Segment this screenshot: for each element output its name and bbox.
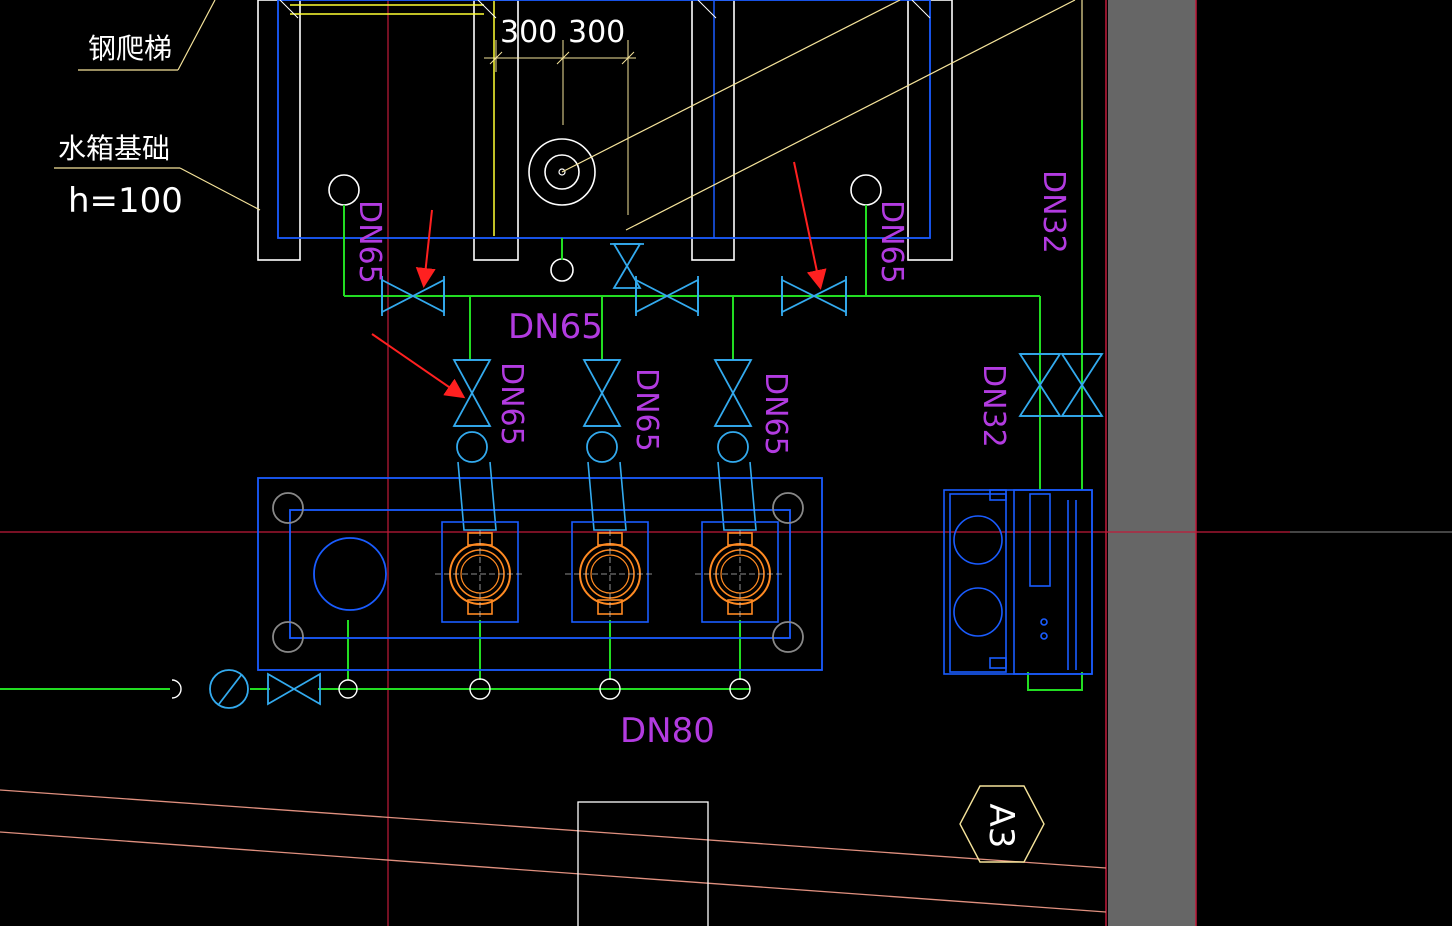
label-tank-foundation: 水箱基础 bbox=[58, 132, 170, 165]
label-dn65-header: DN65 bbox=[508, 307, 603, 347]
dim-label-300-right: 300 bbox=[568, 15, 625, 50]
tank-manhole-inner bbox=[544, 154, 580, 190]
label-dn65-right-riser: DN65 bbox=[874, 200, 909, 284]
control-cabinet-icon bbox=[943, 489, 1093, 675]
slope-line-1 bbox=[0, 789, 1107, 869]
label-steel-ladder: 钢爬梯 bbox=[88, 32, 172, 65]
gate-valve-icon bbox=[610, 243, 644, 289]
tank-manhole-center bbox=[558, 168, 566, 176]
slope-line-2 bbox=[0, 831, 1107, 913]
red-arrow-icon bbox=[415, 209, 436, 288]
gate-valve-icon bbox=[781, 276, 847, 316]
label-dn65-branch-3: DN65 bbox=[758, 372, 793, 456]
wall-band bbox=[1108, 0, 1196, 926]
pump-skid-base bbox=[257, 477, 823, 671]
tank-drain bbox=[550, 258, 574, 282]
axis-hexagon-icon: A3 bbox=[959, 785, 1045, 863]
pipe-network bbox=[0, 120, 1083, 691]
pump-icon bbox=[435, 521, 525, 623]
discharge-header-fittings bbox=[171, 678, 751, 700]
gate-valve-icon bbox=[267, 672, 321, 706]
tank-manhole-outer bbox=[528, 138, 596, 206]
axis-tag-label: A3 bbox=[981, 804, 1021, 849]
gate-valve-icon bbox=[713, 359, 753, 463]
water-tank-foundation bbox=[257, 0, 953, 261]
gate-valve-icon bbox=[381, 276, 445, 316]
label-dn32-upper: DN32 bbox=[1036, 170, 1071, 254]
label-dn65-left-riser: DN65 bbox=[352, 200, 387, 284]
label-dn80-discharge: DN80 bbox=[620, 711, 715, 751]
pump-icon bbox=[695, 521, 785, 623]
dimension-300-300 bbox=[484, 40, 636, 215]
label-foundation-height: h=100 bbox=[68, 181, 183, 221]
pump-icon bbox=[565, 521, 655, 623]
leader-lines bbox=[54, 0, 1083, 231]
gate-valve-icon bbox=[452, 359, 492, 463]
pressure-gauge-icon bbox=[209, 669, 249, 709]
label-dn32-lower: DN32 bbox=[976, 364, 1011, 448]
red-arrow-icon bbox=[371, 333, 466, 399]
pump-suction-reducers bbox=[457, 461, 757, 531]
label-dn65-branch-1: DN65 bbox=[494, 362, 529, 446]
red-arrow-icon bbox=[793, 161, 827, 290]
dim-label-300-left: 300 bbox=[500, 15, 557, 50]
pit-outline bbox=[577, 801, 709, 926]
gate-valve-icon bbox=[582, 359, 622, 463]
gate-valve-icon bbox=[1060, 353, 1104, 417]
label-dn65-branch-2: DN65 bbox=[629, 368, 664, 452]
gate-valve-icon bbox=[1018, 353, 1062, 417]
